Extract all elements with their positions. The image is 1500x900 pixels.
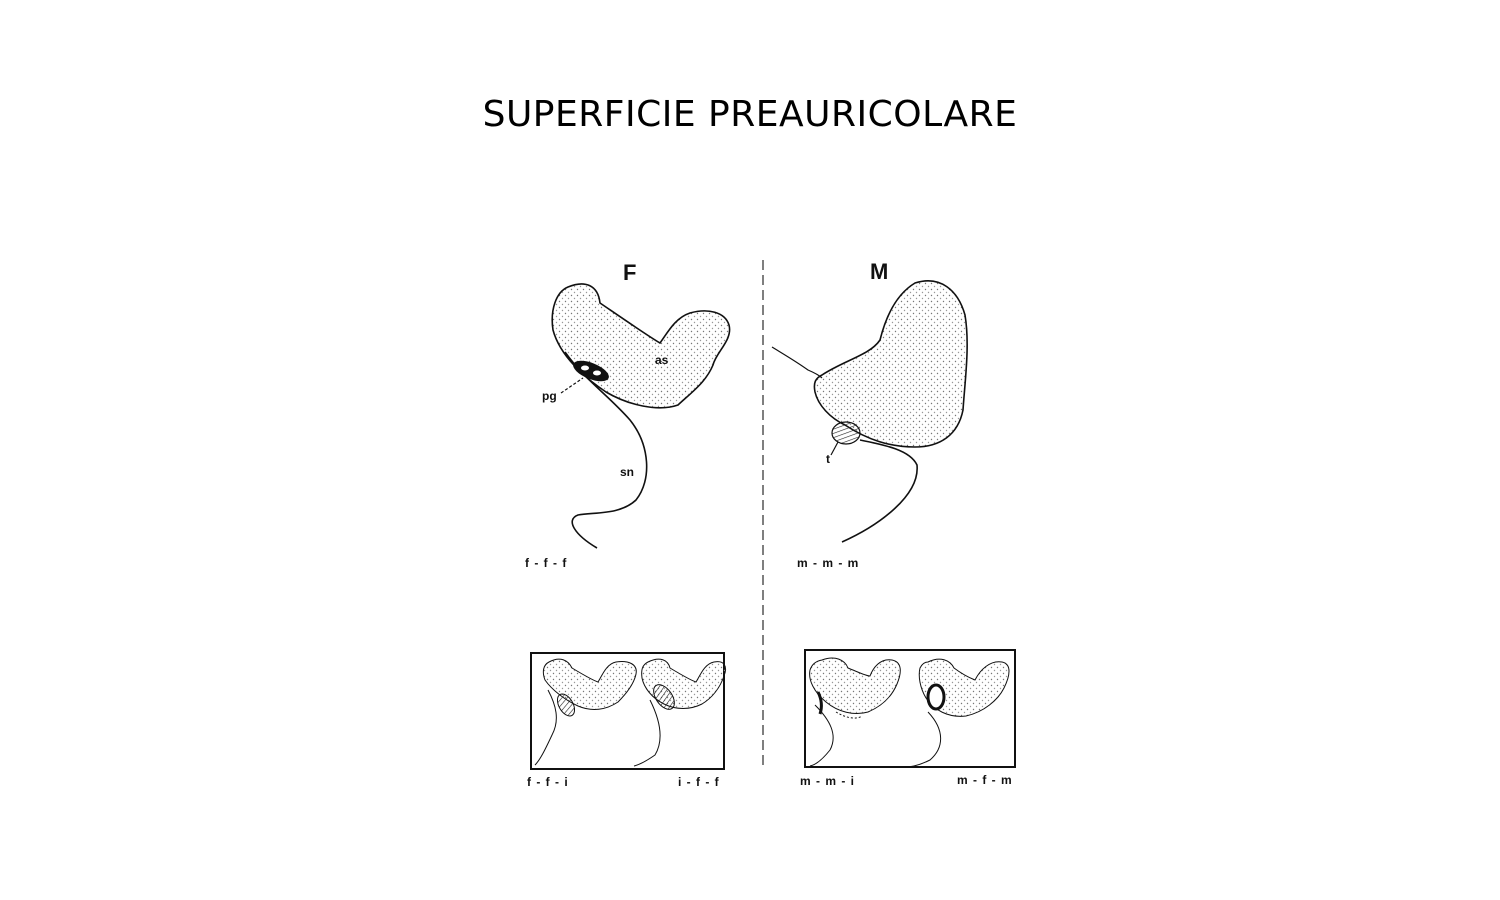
label-t: t	[826, 452, 830, 466]
preauricular-groove	[573, 360, 609, 382]
label-sn: sn	[620, 465, 634, 479]
label-pg: pg	[542, 389, 557, 403]
male-tubercle	[831, 421, 861, 445]
female-inset-2	[633, 658, 727, 767]
male-heading: M	[870, 259, 888, 284]
male-inset-1	[809, 657, 901, 767]
female-sciatic-notch	[564, 351, 648, 549]
inset-code-ffi: f - f - i	[527, 775, 569, 789]
male-auricular-surface	[813, 280, 968, 448]
female-inset-box	[530, 652, 725, 770]
pg-leader	[560, 377, 584, 394]
inset-code-iff: i - f - f	[678, 775, 720, 789]
inset-code-mfm: m - f - m	[957, 773, 1013, 787]
female-inset-1	[534, 658, 637, 766]
inset-code-mmi: m - m - i	[800, 774, 855, 788]
female-auricular-surface	[551, 283, 731, 409]
male-sciatic-notch	[841, 439, 918, 543]
male-upper-line	[771, 346, 823, 379]
female-code: f - f - f	[525, 556, 567, 570]
male-inset-2	[904, 658, 1010, 768]
female-heading: F	[623, 260, 636, 285]
page-title: SUPERFICIE PREAURICOLARE	[482, 94, 1018, 135]
label-as: as	[655, 353, 669, 367]
male-code: m - m - m	[797, 556, 859, 570]
t-leader	[830, 441, 839, 456]
